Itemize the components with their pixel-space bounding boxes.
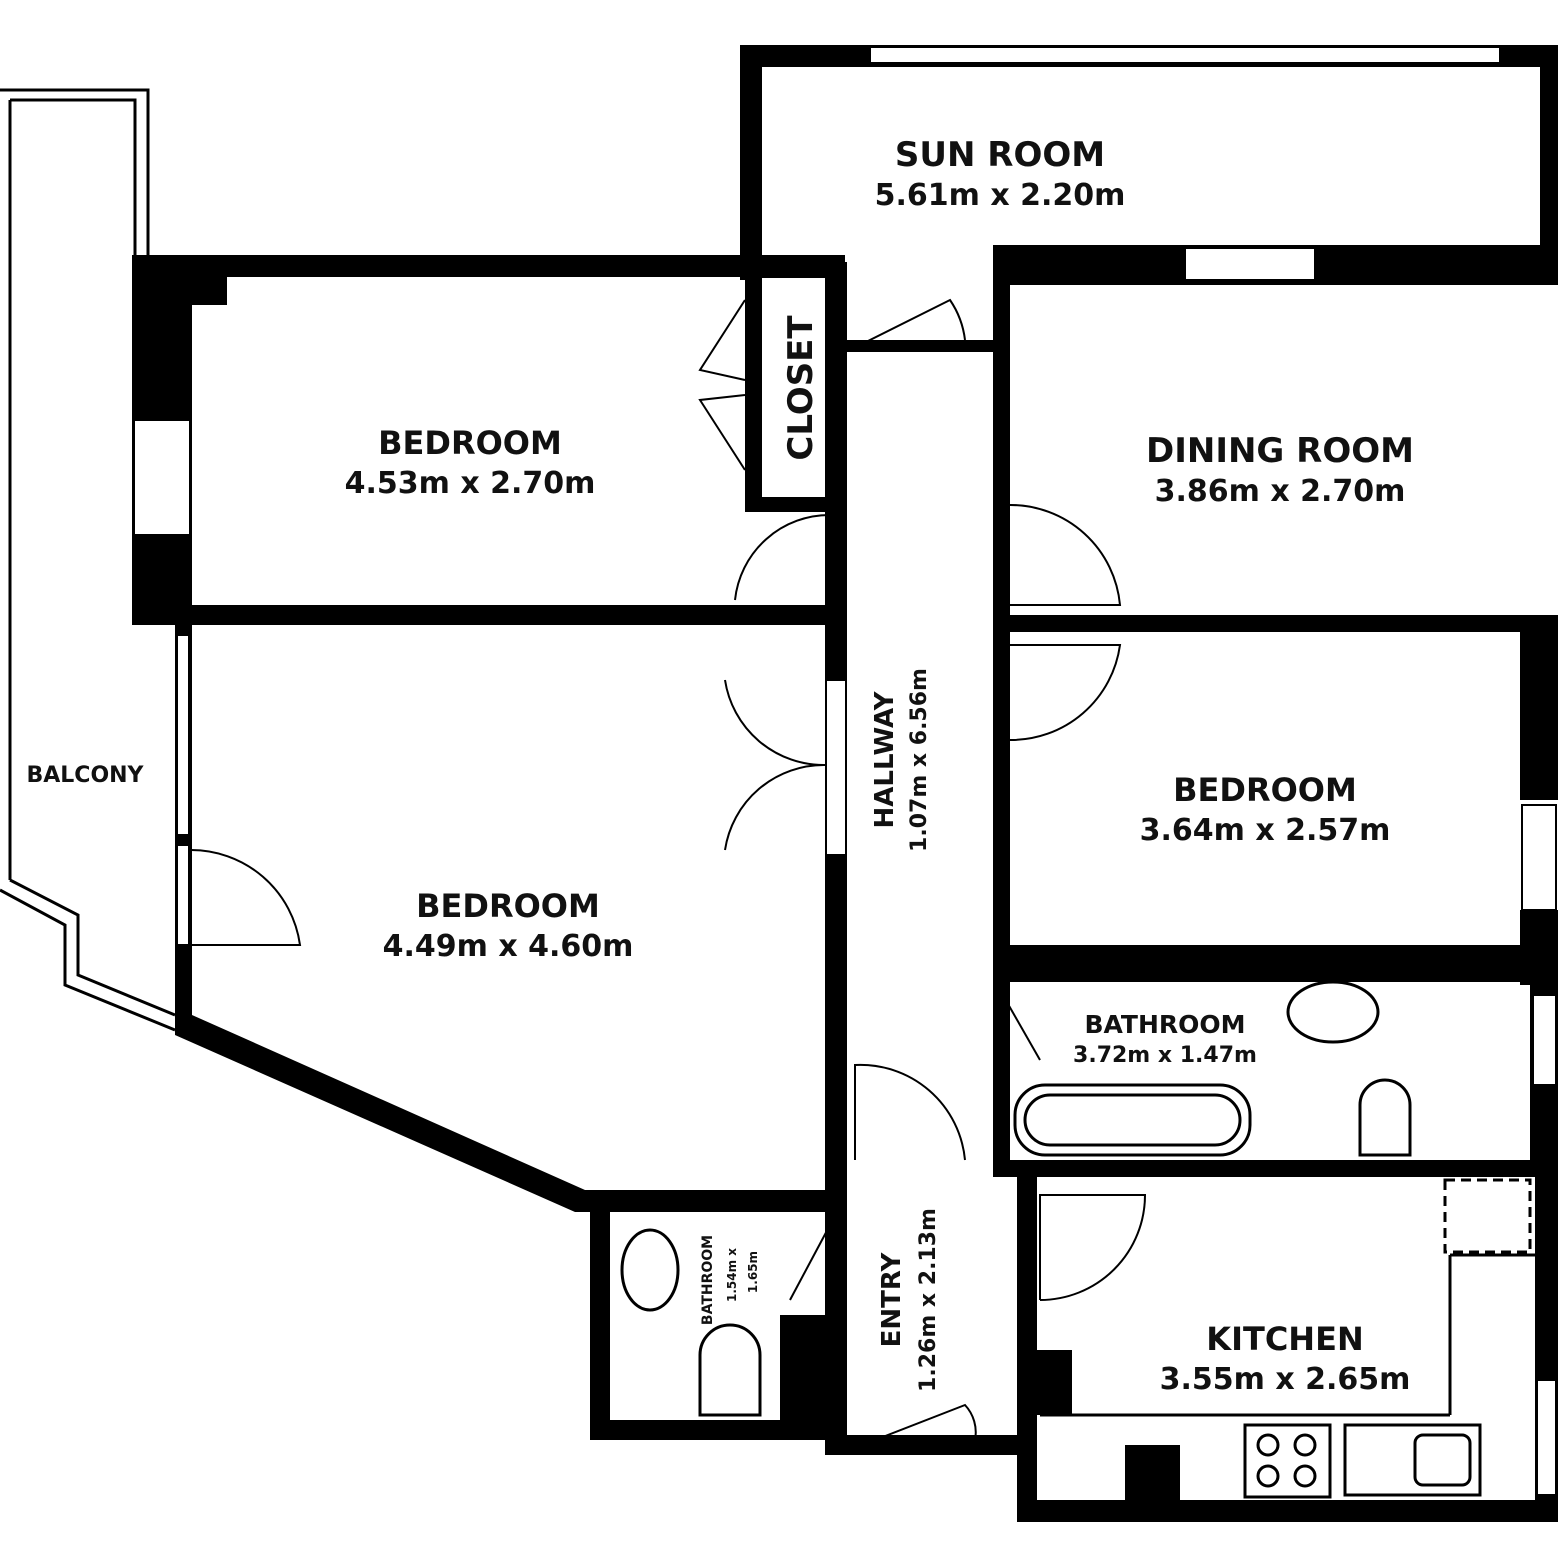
room-dims: 3.55m x 2.65m: [1160, 1362, 1411, 1397]
room-dims: 5.61m x 2.20m: [875, 178, 1126, 213]
room-dims: 4.49m x 4.60m: [383, 929, 634, 964]
room-dims: 3.72m x 1.47m: [1073, 1043, 1257, 1068]
room-dims: 4.53m x 2.70m: [345, 466, 596, 501]
room-bedroom-2: BEDROOM 3.64m x 2.57m: [1140, 771, 1391, 848]
room-dining: DINING ROOM 3.86m x 2.70m: [1146, 431, 1414, 509]
room-name: SUN ROOM: [895, 135, 1105, 175]
room-entry: ENTRY 1.26m x 2.13m: [877, 1208, 941, 1392]
room-kitchen: KITCHEN 3.55m x 2.65m: [1160, 1320, 1411, 1397]
room-bedroom-3: BEDROOM 4.49m x 4.60m: [383, 887, 634, 964]
room-bathroom-1: BATHROOM 3.72m x 1.47m: [1073, 1010, 1257, 1068]
doors: [189, 298, 1147, 1441]
room-dims: 3.64m x 2.57m: [1140, 813, 1391, 848]
room-name: HALLWAY: [870, 690, 900, 828]
room-dims: 3.86m x 2.70m: [1155, 474, 1406, 509]
room-dims: 1.07m x 6.56m: [907, 668, 932, 852]
room-name: BEDROOM: [1173, 771, 1357, 809]
room-hallway: HALLWAY 1.07m x 6.56m: [870, 668, 932, 852]
room-name: KITCHEN: [1206, 1320, 1363, 1358]
room-balcony: BALCONY: [26, 763, 144, 788]
room-bedroom-1: BEDROOM 4.53m x 2.70m: [345, 424, 596, 501]
room-dims: 1.65m: [746, 1251, 760, 1293]
room-dims: 1.54m x: [725, 1248, 739, 1302]
fixtures: [620, 980, 1532, 1499]
windows: [133, 46, 1557, 1496]
balcony-outline: [0, 88, 176, 1032]
room-dims: 1.26m x 2.13m: [916, 1208, 941, 1392]
room-name: BATHROOM: [1084, 1010, 1245, 1039]
room-name: BEDROOM: [416, 887, 600, 925]
room-name: DINING ROOM: [1146, 431, 1414, 471]
room-closet: CLOSET: [781, 315, 821, 461]
room-name: ENTRY: [877, 1251, 907, 1347]
room-name: BATHROOM: [700, 1235, 716, 1325]
room-name: BEDROOM: [378, 424, 562, 462]
room-bathroom-2: BATHROOM 1.54m x 1.65m: [700, 1235, 760, 1325]
room-sun-room: SUN ROOM 5.61m x 2.20m: [875, 135, 1126, 213]
